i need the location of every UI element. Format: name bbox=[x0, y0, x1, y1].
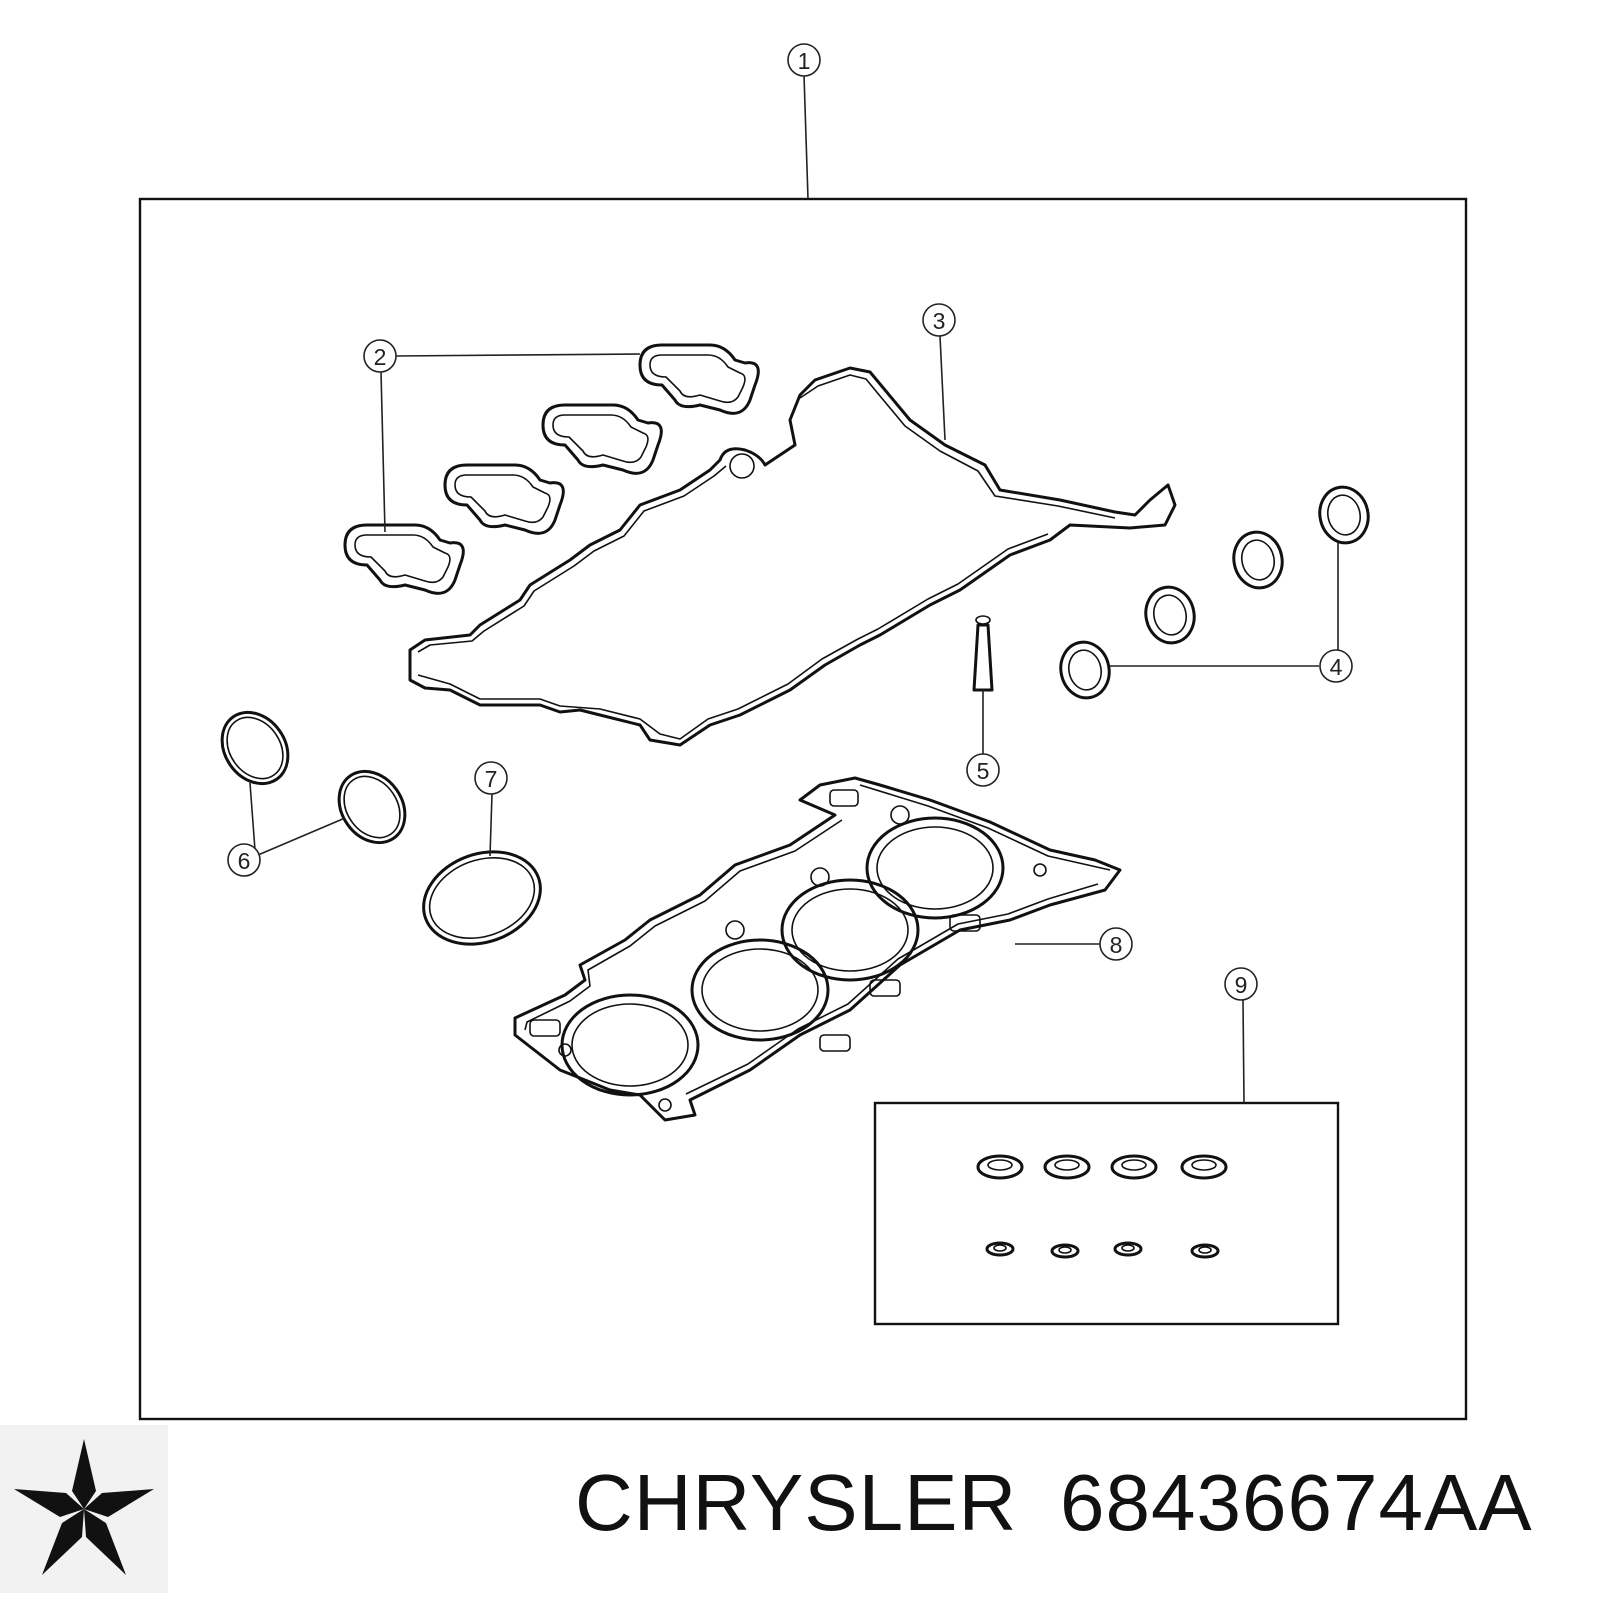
valve-seal-kit-box bbox=[873, 1101, 1340, 1326]
part-number: 68436674AA bbox=[1060, 1458, 1533, 1547]
callout-2: 2 bbox=[363, 339, 397, 373]
svg-text:9: 9 bbox=[1235, 972, 1248, 998]
head-gasket bbox=[513, 776, 1122, 1122]
svg-text:8: 8 bbox=[1110, 932, 1123, 958]
callout-4: 4 bbox=[1319, 649, 1353, 683]
exhaust-gaskets bbox=[1059, 485, 1370, 700]
seal-ring bbox=[422, 850, 542, 946]
callout-3: 3 bbox=[922, 303, 956, 337]
valve-stem-seals bbox=[976, 1154, 1228, 1259]
kit-frame bbox=[138, 197, 1468, 1421]
valve-cover-gasket bbox=[408, 366, 1177, 747]
callout-7: 7 bbox=[474, 761, 508, 795]
brand-footer: CHRYSLER 68436674AA bbox=[0, 1425, 1600, 1600]
leader-4 bbox=[1110, 543, 1339, 667]
tube-seal bbox=[972, 615, 994, 692]
svg-text:6: 6 bbox=[238, 848, 251, 874]
leader-6 bbox=[249, 782, 346, 856]
svg-text:7: 7 bbox=[485, 766, 498, 792]
callout-9: 9 bbox=[1224, 967, 1258, 1001]
callout-8: 8 bbox=[1099, 927, 1133, 961]
brand-name: CHRYSLER bbox=[575, 1458, 1018, 1547]
leader-3 bbox=[939, 335, 946, 441]
intake-gaskets bbox=[343, 343, 760, 595]
leader-7 bbox=[489, 793, 493, 857]
svg-text:4: 4 bbox=[1330, 654, 1343, 680]
svg-text:1: 1 bbox=[798, 48, 811, 74]
callout-1: 1 bbox=[787, 43, 821, 77]
leader-9 bbox=[1242, 999, 1245, 1104]
svg-text:2: 2 bbox=[374, 344, 387, 370]
svg-text:3: 3 bbox=[933, 308, 946, 334]
o-rings bbox=[220, 710, 407, 845]
callout-6: 6 bbox=[227, 843, 261, 877]
leader-1 bbox=[803, 74, 809, 200]
leader-2 bbox=[380, 353, 641, 533]
svg-text:5: 5 bbox=[977, 758, 990, 784]
callout-5: 5 bbox=[966, 753, 1000, 787]
pentastar-icon bbox=[0, 1425, 168, 1593]
